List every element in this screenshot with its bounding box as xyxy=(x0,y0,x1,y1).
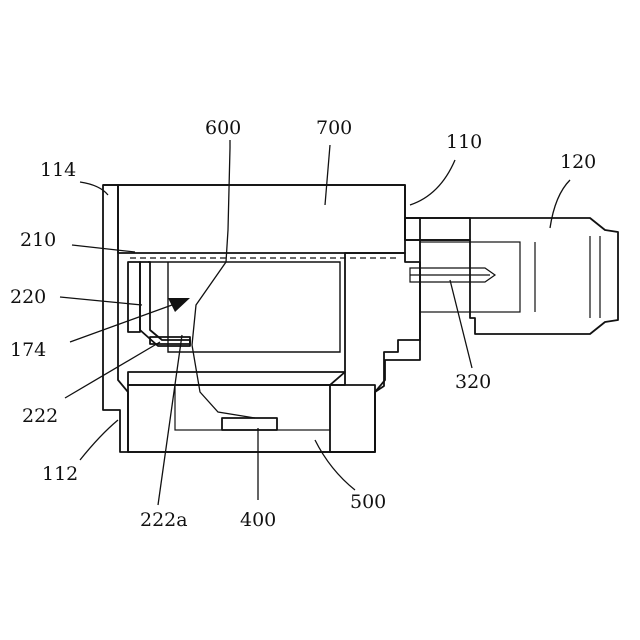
label-400: 400 xyxy=(240,509,276,531)
housing-left-wall xyxy=(103,185,128,452)
leader-500 xyxy=(315,440,355,490)
label-174: 174 xyxy=(10,339,46,361)
label-110: 110 xyxy=(446,131,482,153)
seal-ring xyxy=(128,372,345,385)
label-600: 600 xyxy=(205,117,241,139)
top-cap-700 xyxy=(118,185,405,253)
plate-210 xyxy=(128,262,140,332)
leader-222a xyxy=(158,335,182,505)
leader-120 xyxy=(550,180,570,228)
leader-112 xyxy=(80,420,118,460)
right-body-110 xyxy=(405,218,470,240)
leader-700 xyxy=(325,145,330,205)
label-210: 210 xyxy=(20,229,56,251)
leader-222 xyxy=(65,342,160,398)
label-112: 112 xyxy=(42,463,78,485)
label-120: 120 xyxy=(560,151,596,173)
base-cavity xyxy=(175,385,330,430)
leader-110 xyxy=(410,160,455,205)
label-500: 500 xyxy=(350,491,386,513)
leader-320 xyxy=(450,280,472,368)
label-222a: 222a xyxy=(140,509,188,531)
chip-400 xyxy=(222,418,277,430)
label-222: 222 xyxy=(22,405,58,427)
label-320: 320 xyxy=(455,371,491,393)
label-114: 114 xyxy=(40,159,76,181)
label-700: 700 xyxy=(316,117,352,139)
connector-sleeve-120 xyxy=(405,218,618,334)
label-220: 220 xyxy=(10,286,46,308)
leader-220 xyxy=(60,297,142,305)
